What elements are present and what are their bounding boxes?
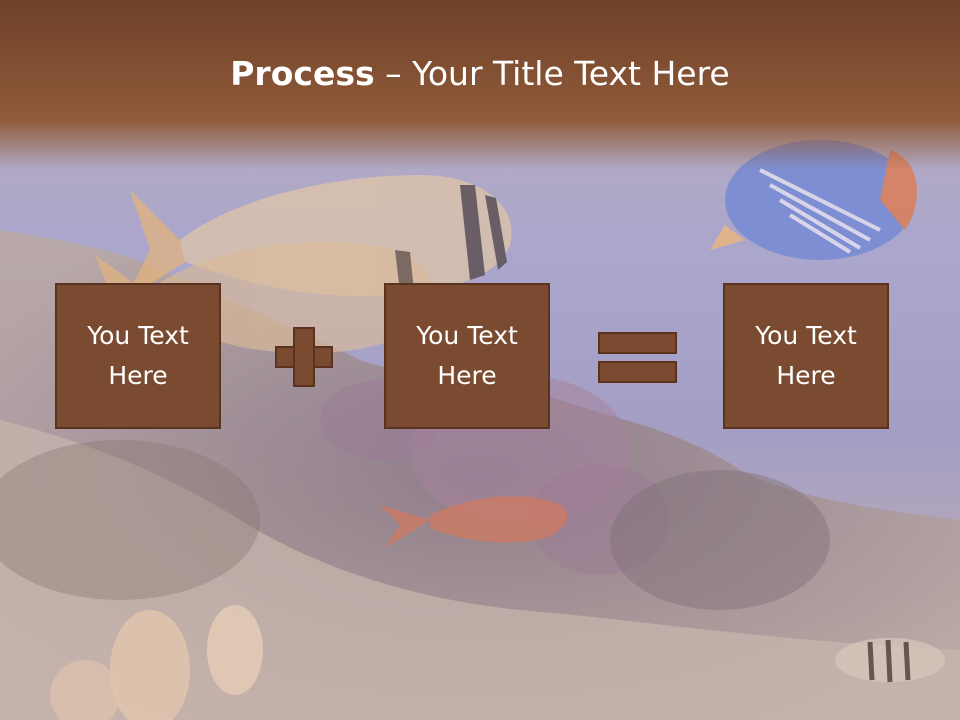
title-text: – Your Title Text Here (374, 54, 730, 93)
equals-icon-top-bar (598, 332, 677, 354)
box-line-1: You Text (755, 321, 857, 350)
slide-title: Process – Your Title Text Here (0, 52, 960, 96)
title-emphasis: Process (230, 54, 375, 93)
box-line-2: Here (108, 361, 168, 390)
box-line-1: You Text (416, 321, 518, 350)
box-line-2: Here (437, 361, 497, 390)
box-line-1: You Text (87, 321, 189, 350)
equals-icon-bottom-bar (598, 361, 677, 383)
plus-icon-center (295, 348, 313, 366)
box-line-2: Here (776, 361, 836, 390)
